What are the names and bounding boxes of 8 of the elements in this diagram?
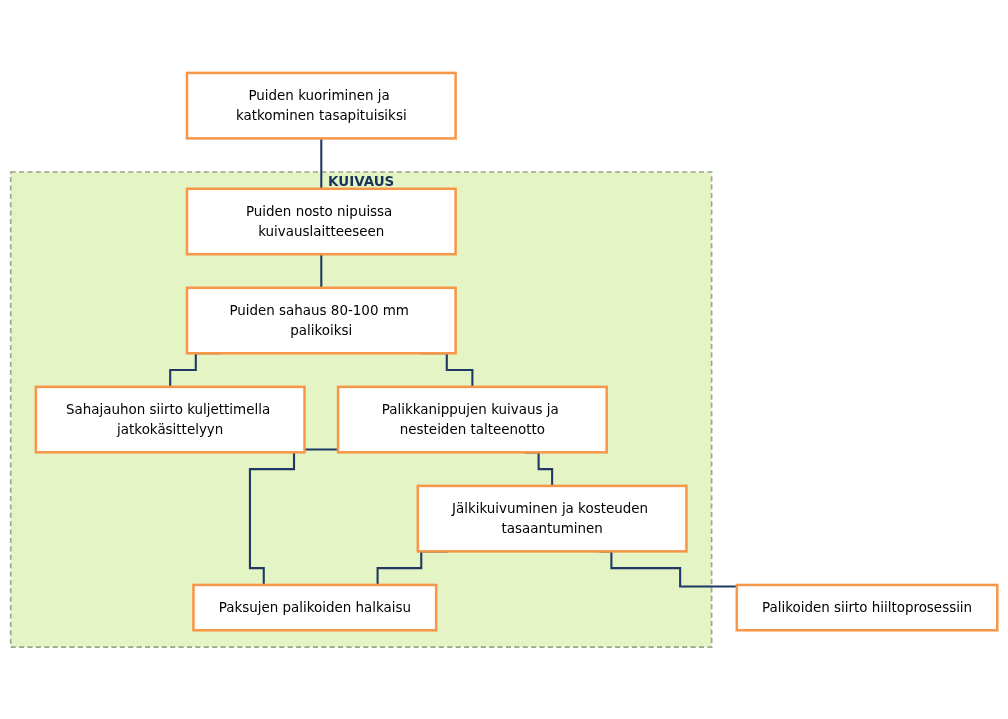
node-box: Paksujen palikoiden halkaisu [192,583,438,632]
node-box: Sahajauhon siirto kuljettimella jatkokäsittelyyn [34,385,306,454]
node-box: Puiden kuoriminen ja katkominen tasapituisiksi [185,71,457,140]
node-box: Palikoiden siirto hiiltoprosessiin [735,583,999,632]
node-box: Puiden nosto nipuissa kuivauslaitteeseen [185,187,457,255]
node-box: Jälkikuivuminen ja kosteuden tasaantuminen [416,484,688,553]
node-box: Palikkanippujen kuivaus ja nesteiden talteenotto [336,385,608,454]
node-box: Puiden sahaus 80-100 mm palikoiksi [185,286,457,355]
